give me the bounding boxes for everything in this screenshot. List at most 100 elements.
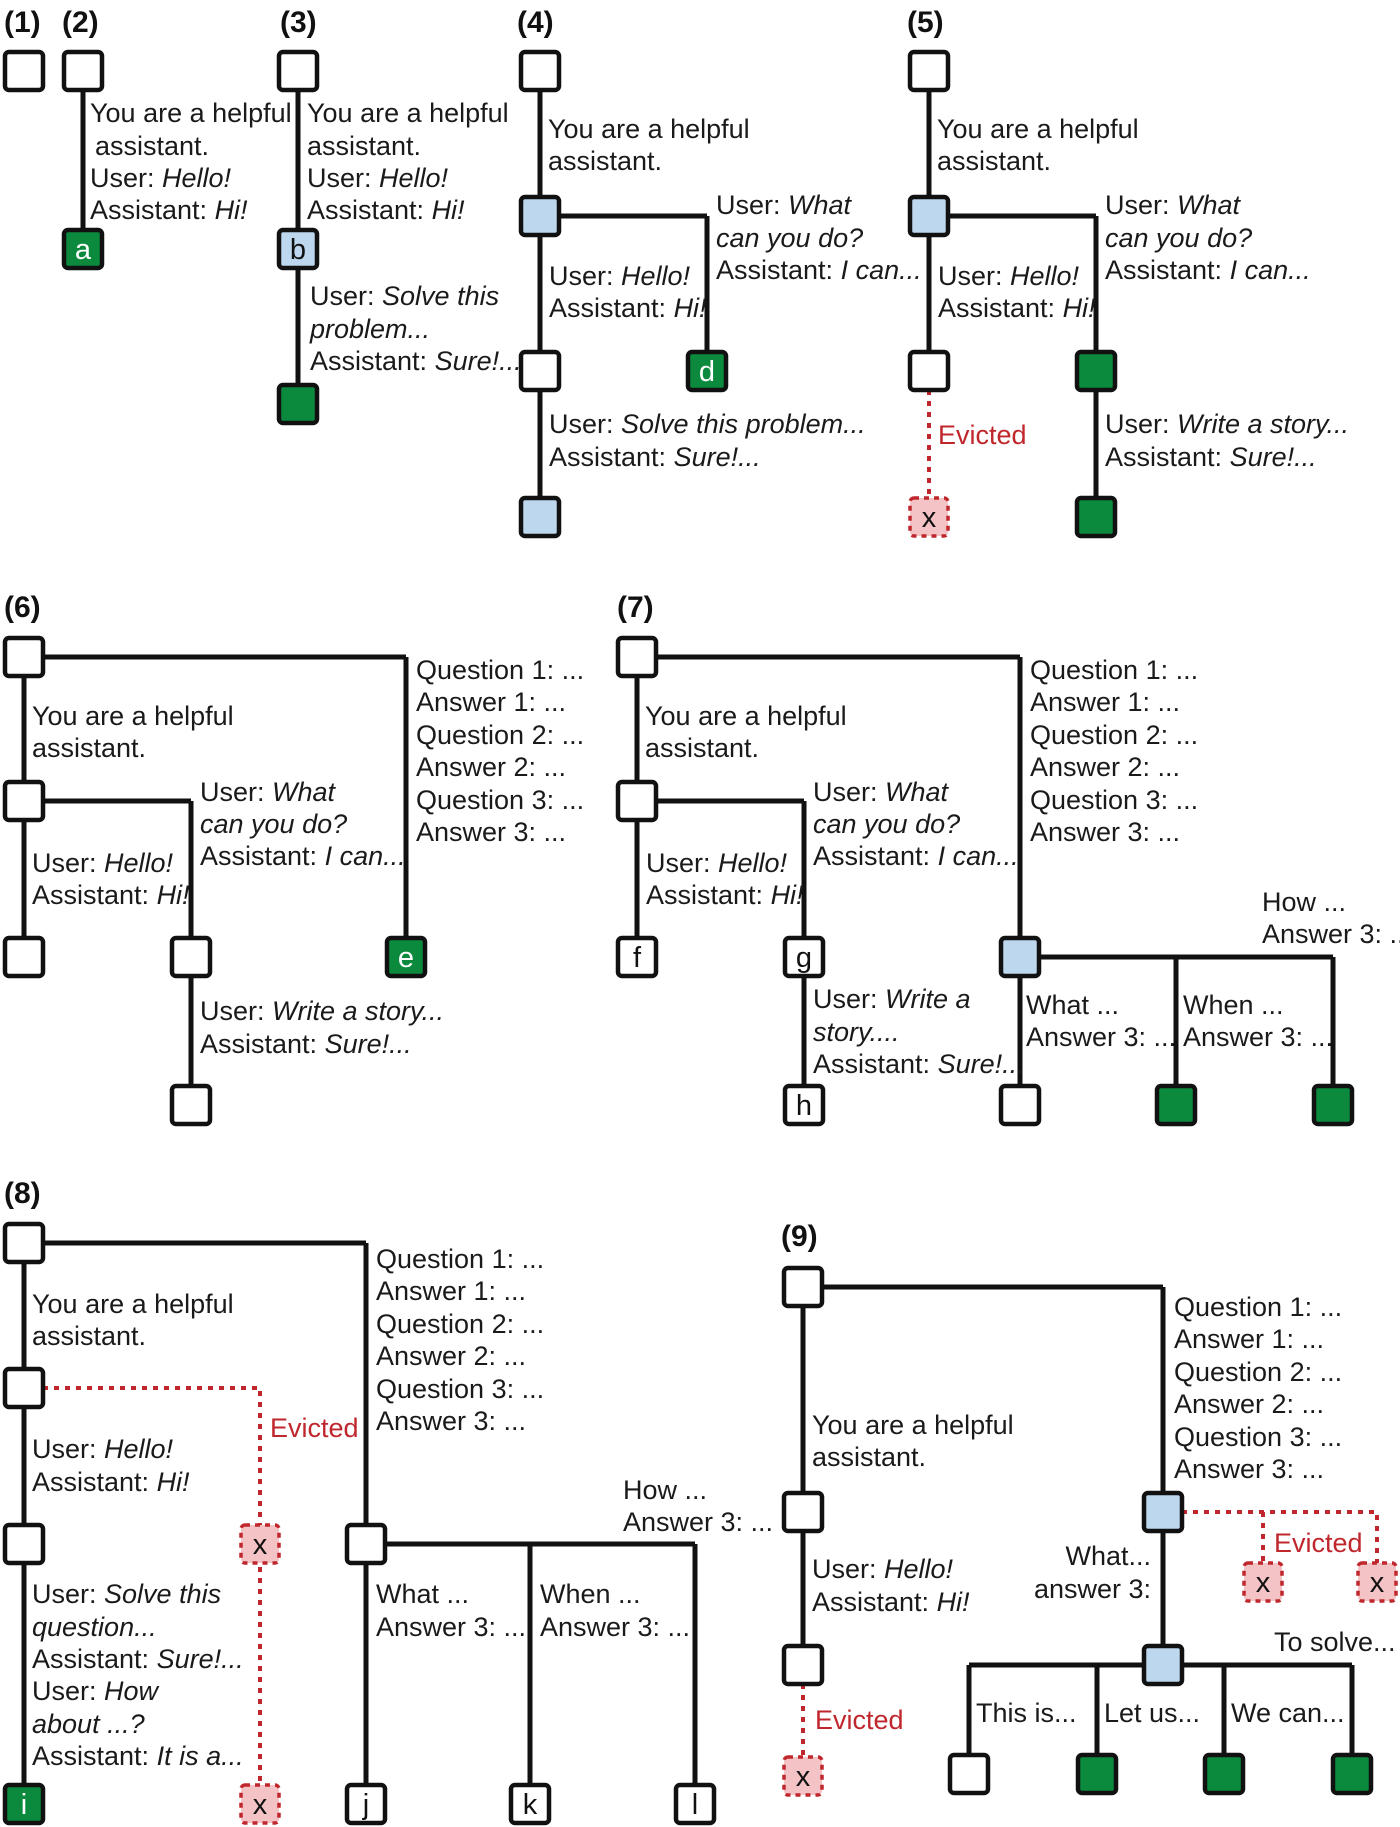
p5-text-7: Assistant: Hi! <box>938 293 1096 323</box>
p8-text-how-a3: Answer 3: ... <box>623 1507 773 1537</box>
p7-text-q1: Question 1: ... <box>1030 655 1198 685</box>
p7-text-what: What ... <box>1026 990 1119 1020</box>
p8-text-how: How ... <box>623 1475 707 1505</box>
p9-text-answer3: answer 3: <box>1034 1574 1151 1604</box>
p2-edge-text: You are a helpful assistant. User: Hello… <box>90 98 292 225</box>
p3-text-2: assistant. <box>307 131 421 161</box>
p9-edge-text: You are a helpful assistant. Question 1:… <box>812 1292 1396 1728</box>
p9-text-we-can: We can... <box>1231 1698 1345 1728</box>
p2-text-4: Assistant: Hi! <box>90 195 248 225</box>
p8-shared-node <box>2 1366 46 1410</box>
p8-text-a1: Answer 1: ... <box>376 1276 526 1306</box>
p6-text-q1: Question 1: ... <box>416 655 584 685</box>
p7-how-leaf <box>1311 1083 1355 1127</box>
p9-text-3: User: Hello! <box>812 1554 954 1584</box>
p7-text-4: can you do? <box>813 809 960 839</box>
p5-root-node <box>907 49 951 93</box>
p2-text-1: You are a helpful <box>90 98 292 128</box>
p8-node-i-label: i <box>21 1789 27 1821</box>
p8-evicted-node-2 <box>239 1783 281 1825</box>
p5-text-3: User: What <box>1105 190 1242 220</box>
p8-node-k <box>508 1782 552 1826</box>
p3-node-b-label: b <box>290 234 306 266</box>
p7-shared-node <box>615 779 659 823</box>
p6-text-6: User: Hello! <box>32 848 174 878</box>
p7-text-3: User: What <box>813 777 950 807</box>
p9-evicted-label-2: Evicted <box>1274 1528 1363 1558</box>
p8-shared-qa-node <box>344 1522 388 1566</box>
panel-1-label: (1) <box>4 6 41 39</box>
p8-text-what-a3: Answer 3: ... <box>376 1612 526 1642</box>
p8-text-8: User: How <box>32 1676 160 1706</box>
p7-node-g-label: g <box>796 942 812 974</box>
p2-node-a <box>61 227 105 271</box>
p8-text-5: User: Solve this <box>32 1579 221 1609</box>
p8-root-node <box>2 1221 46 1265</box>
p6-story-leaf <box>169 1083 213 1127</box>
p7-text-7: Assistant: Hi! <box>646 880 804 910</box>
p9-text-let-us: Let us... <box>1104 1698 1200 1728</box>
p8-text-6: question... <box>32 1612 157 1642</box>
p5-evicted-node <box>908 496 950 538</box>
p6-text-4: can you do? <box>200 809 347 839</box>
p9-text-q3: Question 3: ... <box>1174 1422 1342 1452</box>
p8-text-when: When ... <box>540 1579 641 1609</box>
p9-text-1: You are a helpful <box>812 1410 1014 1440</box>
p4-text-2: assistant. <box>548 146 662 176</box>
p5-edge-text: You are a helpful assistant. User: What … <box>937 114 1349 472</box>
p2-node-a-label: a <box>75 234 92 266</box>
p7-text-how: How ... <box>1262 887 1346 917</box>
p7-text-when: When ... <box>1183 990 1284 1020</box>
p9-evicted-node-1-label: x <box>796 1761 811 1793</box>
p9-text-4: Assistant: Hi! <box>812 1587 970 1617</box>
p8-hello-node <box>2 1522 46 1566</box>
p3-text-5: User: Solve this <box>310 281 499 311</box>
p9-text-what: What... <box>1065 1541 1151 1571</box>
p4-text-9: Assistant: Sure!... <box>549 442 761 472</box>
p6-text-1: You are a helpful <box>32 701 234 731</box>
p9-evicted-node-3-label: x <box>1370 1567 1385 1599</box>
p5-text-2: assistant. <box>937 146 1051 176</box>
p9-leaf-2 <box>1075 1752 1119 1796</box>
p9-leaf-4 <box>1330 1752 1374 1796</box>
p5-text-4: can you do? <box>1105 223 1252 253</box>
p9-evicted-node-2-label: x <box>1256 1567 1271 1599</box>
p3-text-3: User: Hello! <box>307 163 449 193</box>
p7-node-h <box>782 1083 826 1127</box>
p7-text-10: Assistant: Sure!... <box>813 1049 1025 1079</box>
p8-text-a3: Answer 3: ... <box>376 1406 526 1436</box>
p5-evicted-node-label: x <box>922 502 937 534</box>
p4-text-5: Assistant: I can... <box>716 255 922 285</box>
p8-text-9: about ...? <box>32 1709 145 1739</box>
p6-shared-node <box>2 779 46 823</box>
p8-text-q1: Question 1: ... <box>376 1244 544 1274</box>
p8-node-l <box>673 1782 717 1826</box>
p9-text-to-solve: To solve... <box>1274 1627 1396 1657</box>
p9-evicted-node-3 <box>1356 1561 1398 1603</box>
p7-edge-text: You are a helpful assistant. Question 1:… <box>645 655 1400 1079</box>
p4-node-d <box>685 349 729 393</box>
p9-evicted-label-1: Evicted <box>815 1705 904 1735</box>
p6-text-q2: Question 2: ... <box>416 720 584 750</box>
p7-when-leaf <box>1154 1083 1198 1127</box>
panel-7-label: (7) <box>617 591 654 624</box>
p8-text-7: Assistant: Sure!... <box>32 1644 244 1674</box>
p9-root-node <box>781 1265 825 1309</box>
p6-edge-text: You are a helpful assistant. Question 1:… <box>32 655 584 1059</box>
p7-text-6: User: Hello! <box>646 848 788 878</box>
p5-text-6: User: Hello! <box>938 261 1080 291</box>
panel-2-label: (2) <box>62 6 99 39</box>
p9-text-2: assistant. <box>812 1442 926 1472</box>
p9-leaf-3 <box>1202 1752 1246 1796</box>
p2-text-3: User: Hello! <box>90 163 232 193</box>
p9-text-a2: Answer 2: ... <box>1174 1389 1324 1419</box>
p3-text-1: You are a helpful <box>307 98 509 128</box>
p6-text-a1: Answer 1: ... <box>416 687 566 717</box>
p7-what-leaf <box>998 1083 1042 1127</box>
p2-text-2: assistant. <box>95 131 209 161</box>
p7-text-when-a3: Answer 3: ... <box>1183 1022 1333 1052</box>
p8-node-i <box>2 1782 46 1826</box>
p9-text-q2: Question 2: ... <box>1174 1357 1342 1387</box>
p7-text-a2: Answer 2: ... <box>1030 752 1180 782</box>
